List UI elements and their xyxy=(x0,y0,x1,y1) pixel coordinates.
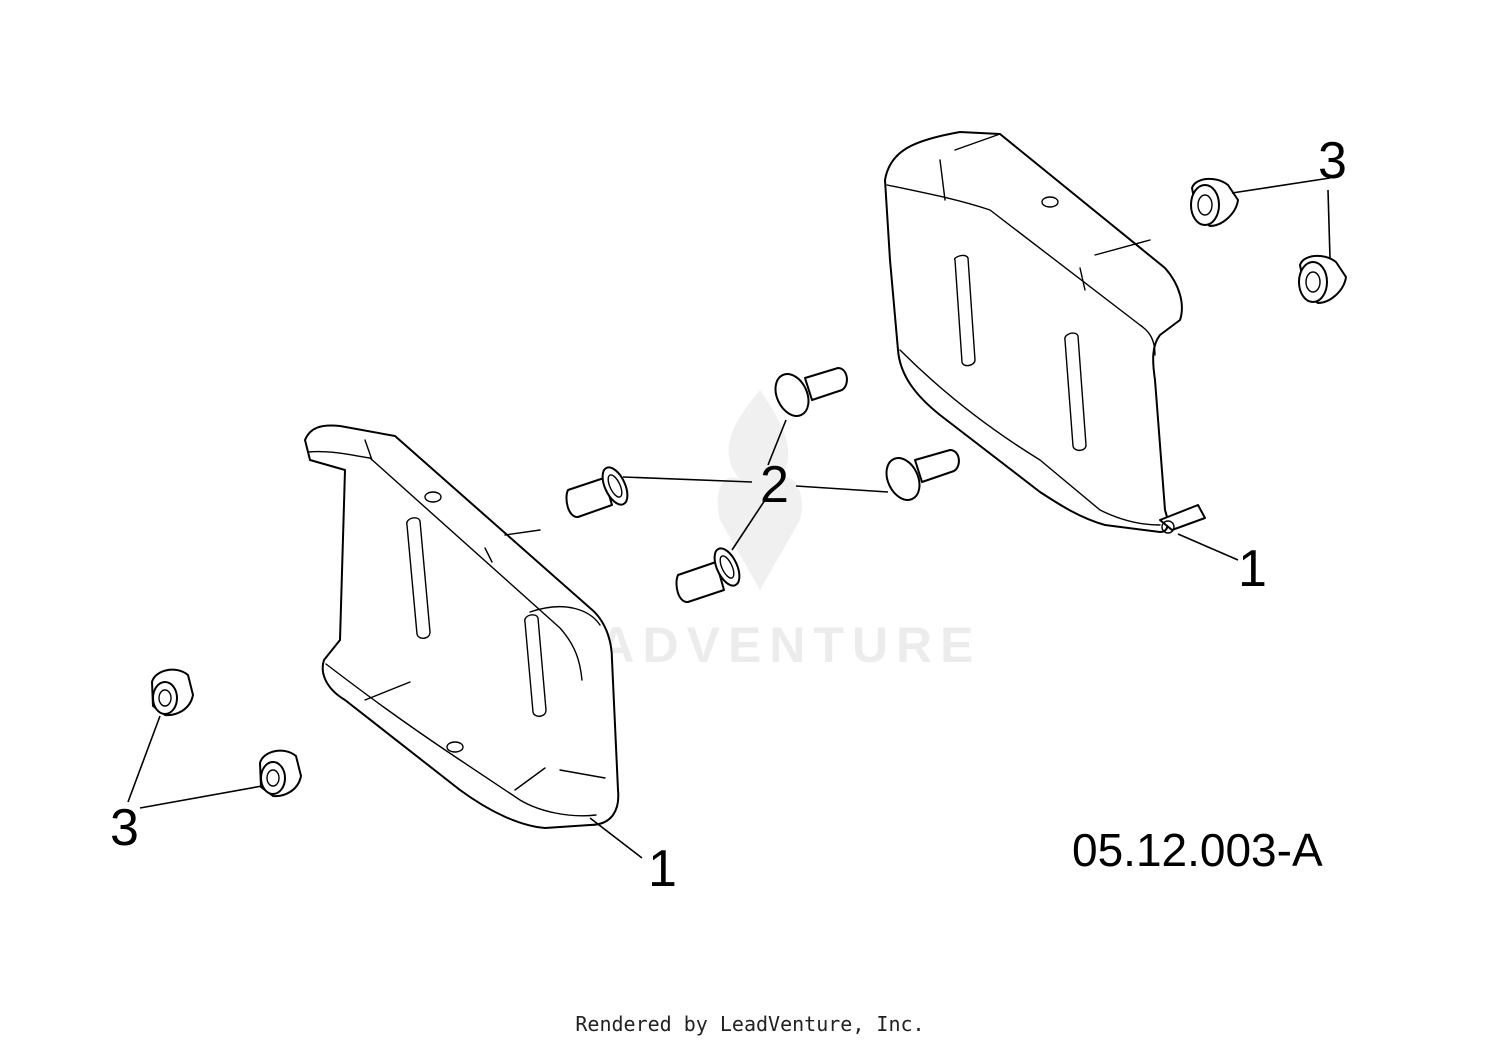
flange-nut-left-1 xyxy=(151,668,194,717)
callout-skid-left: 1 xyxy=(648,840,677,898)
flange-nut-left-2 xyxy=(259,749,302,798)
diagram-code: 05.12.003-A xyxy=(1072,824,1323,876)
skid-shoe-right xyxy=(884,131,1206,534)
carriage-bolt-2 xyxy=(885,449,960,501)
callout-nuts-right: 3 xyxy=(1318,132,1347,190)
carriage-bolt-1 xyxy=(774,367,848,417)
leader-lines xyxy=(127,177,1331,859)
credit-text: Rendered by LeadVenture, Inc. xyxy=(575,1012,924,1036)
callout-skid-right: 1 xyxy=(1238,540,1267,598)
carriage-bolt-4 xyxy=(675,547,741,603)
carriage-bolt-3 xyxy=(565,466,629,518)
callout-nuts-left: 3 xyxy=(110,799,139,857)
flange-nut-right-1 xyxy=(1190,177,1239,227)
callout-bolts: 2 xyxy=(760,456,789,514)
skid-shoe-left xyxy=(304,424,620,829)
flange-nut-right-2 xyxy=(1298,254,1347,304)
